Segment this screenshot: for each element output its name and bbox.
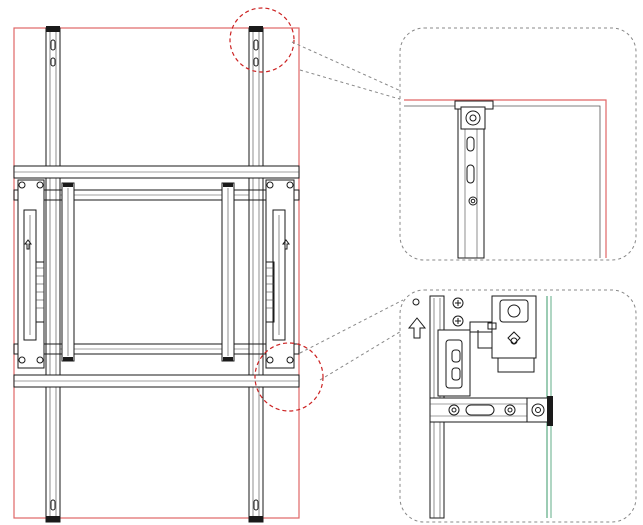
top-leader-line <box>291 41 404 93</box>
screw-icon <box>452 297 464 309</box>
screw-icon <box>465 110 481 126</box>
arrow-up-icon <box>24 239 32 250</box>
top-bracket-detail <box>399 27 637 261</box>
bottom-leader-line-2 <box>319 329 404 381</box>
adjustment-bracket-detail <box>399 289 637 523</box>
bottom-leader-line <box>299 299 404 354</box>
screw-icon <box>531 403 545 417</box>
right-vertical-rail <box>248 26 264 523</box>
left-side-bracket <box>17 179 45 369</box>
right-inner-arm <box>221 182 235 362</box>
screw-icon <box>452 315 464 327</box>
top-detail-frame <box>399 27 637 261</box>
main-assembly <box>13 7 324 523</box>
left-vertical-rail <box>45 26 61 523</box>
bottom-callout-ring <box>254 342 324 412</box>
arrow-up-icon <box>407 317 427 339</box>
bottom-crossbar <box>13 343 300 388</box>
top-callout-ring <box>229 7 295 73</box>
left-inner-arm <box>61 182 75 362</box>
screen-outline <box>13 27 300 519</box>
right-side-bracket <box>265 179 295 369</box>
top-crossbar <box>13 165 300 201</box>
arrow-up-icon <box>282 239 290 250</box>
